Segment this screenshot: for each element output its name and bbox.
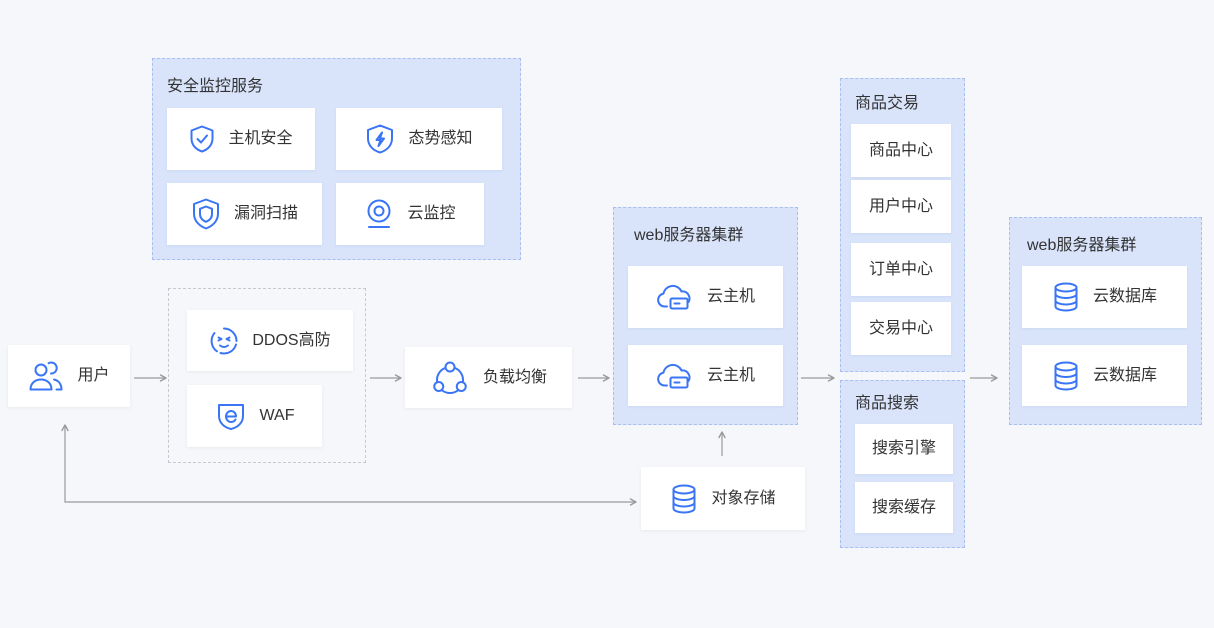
card-cloud-database: 云数据库	[1022, 266, 1187, 328]
card-label: 商品中心	[868, 141, 933, 159]
waf-icon	[215, 401, 247, 431]
card-user: 用户	[8, 345, 130, 407]
card-trade-center: 交易中心	[851, 302, 951, 355]
card-label: 云监控	[407, 205, 456, 222]
group-security-monitoring: 安全监控服务 主机安全 态势感知	[152, 58, 521, 260]
card-label: 云数据库	[1092, 288, 1157, 305]
card-search-cache: 搜索缓存	[855, 482, 953, 533]
card-label: 漏洞扫描	[233, 205, 298, 222]
card-label: 云主机	[706, 366, 755, 384]
group-title: web服务器集群	[1027, 237, 1137, 254]
database-icon	[1052, 360, 1080, 392]
cloud-host-icon	[656, 282, 694, 312]
database-icon	[670, 483, 698, 515]
card-cloud-host: 云主机	[628, 345, 783, 406]
card-waf: WAF	[187, 385, 322, 447]
card-label: 态势感知	[408, 130, 473, 147]
shield-check-icon	[189, 124, 215, 154]
group-title: web服务器集群	[634, 227, 744, 244]
group-title: 安全监控服务	[167, 78, 264, 95]
card-label: 云主机	[706, 288, 755, 305]
card-situation-awareness: 态势感知	[336, 108, 502, 170]
card-product-center: 商品中心	[851, 124, 951, 177]
shield-icon	[191, 197, 221, 231]
card-label: 用户	[77, 367, 110, 384]
card-label: 订单中心	[868, 260, 933, 278]
cloud-host-icon	[656, 361, 694, 391]
card-user-center: 用户中心	[851, 180, 951, 233]
group-title: 商品交易	[855, 95, 920, 112]
card-label: DDOS高防	[252, 331, 331, 349]
card-search-engine: 搜索引擎	[855, 424, 953, 474]
monitor-icon	[364, 198, 394, 230]
load-balance-icon	[430, 360, 470, 396]
group-web-cluster: web服务器集群 云主机 云主机	[613, 207, 798, 425]
card-label: 搜索引擎	[871, 440, 936, 457]
card-cloud-monitor: 云监控	[336, 183, 484, 245]
card-order-center: 订单中心	[851, 243, 951, 296]
ddos-icon	[209, 326, 239, 356]
card-label: 对象存储	[711, 489, 776, 507]
card-label: 负载均衡	[482, 368, 547, 386]
card-load-balancer: 负载均衡	[405, 347, 572, 408]
database-icon	[1052, 281, 1080, 313]
card-cloud-host: 云主机	[628, 266, 783, 328]
card-cloud-database: 云数据库	[1022, 345, 1187, 406]
users-icon	[28, 360, 64, 392]
card-label: 用户中心	[868, 197, 933, 215]
group-product-trade: 商品交易 商品中心 用户中心 订单中心 交易中心	[840, 78, 965, 372]
card-object-storage: 对象存储	[641, 467, 805, 530]
card-label: 云数据库	[1092, 366, 1157, 384]
card-vulnerability-scan: 漏洞扫描	[167, 183, 322, 245]
card-ddos: DDOS高防	[187, 310, 353, 371]
group-title: 商品搜索	[855, 395, 920, 412]
card-label: 主机安全	[228, 130, 293, 147]
card-host-security: 主机安全	[167, 108, 315, 170]
card-label: 交易中心	[868, 319, 933, 337]
group-protection: DDOS高防 WAF	[168, 288, 366, 463]
card-label: WAF	[259, 407, 295, 424]
group-database-cluster: web服务器集群 云数据库 云数据库	[1009, 217, 1202, 425]
card-label: 搜索缓存	[871, 498, 936, 516]
shield-bolt-icon	[365, 123, 395, 155]
group-product-search: 商品搜索 搜索引擎 搜索缓存	[840, 380, 965, 548]
